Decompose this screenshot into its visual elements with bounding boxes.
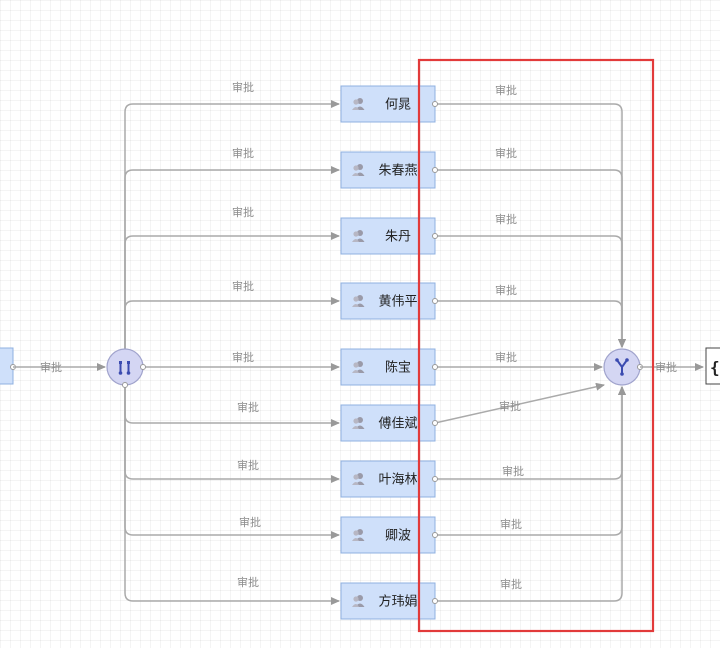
- approver-name: 方玮娟: [378, 594, 417, 610]
- approval-edge-in-label: 审批: [232, 205, 254, 219]
- end-node-text: {: [710, 358, 720, 377]
- approval-edge-in-label: 审批: [237, 458, 259, 472]
- approver-name: 朱丹: [385, 230, 411, 245]
- approval-edge-out-label: 审批: [502, 464, 524, 478]
- user-group-icon: [352, 230, 365, 242]
- user-group-icon: [352, 164, 365, 176]
- approval-edge-out-label: 审批: [499, 399, 521, 413]
- approval-edge-in-label: 审批: [232, 80, 254, 94]
- approver-out-port[interactable]: [432, 233, 438, 239]
- approver-name: 朱春燕: [378, 164, 417, 179]
- fork-out-port-bottom[interactable]: [122, 382, 128, 388]
- approver-name: 叶海林: [378, 473, 417, 488]
- user-group-icon: [352, 295, 365, 307]
- end-edge-label: 审批: [655, 360, 677, 374]
- approval-edge-out[interactable]: [434, 382, 605, 424]
- approval-edge-out[interactable]: [435, 235, 626, 348]
- approval-edge-in[interactable]: [124, 385, 340, 605]
- approval-edge-out-label: 审批: [500, 577, 522, 591]
- approval-edge-out[interactable]: [435, 386, 626, 480]
- approver-node[interactable]: 傅佳斌: [340, 404, 438, 442]
- user-group-icon: [352, 473, 365, 485]
- approver-node[interactable]: 朱丹: [340, 217, 438, 255]
- approval-edge-out-label: 审批: [495, 350, 517, 364]
- join-gateway[interactable]: [603, 348, 641, 386]
- highlight-box: [417, 58, 655, 633]
- approval-edge-out[interactable]: [435, 300, 626, 348]
- user-group-icon: [352, 98, 365, 110]
- approver-node[interactable]: 何晁: [340, 85, 438, 123]
- user-group-icon: [352, 595, 365, 607]
- approver-name: 何晁: [385, 97, 411, 113]
- approver-out-port[interactable]: [432, 420, 438, 426]
- approver-name: 傅佳斌: [378, 417, 417, 432]
- approval-edge-in[interactable]: [124, 166, 340, 349]
- parallel-fork-icon: [118, 361, 131, 375]
- approver-out-port[interactable]: [432, 532, 438, 538]
- approval-edge-out[interactable]: [435, 386, 626, 536]
- fork-gateway[interactable]: [106, 348, 144, 386]
- approval-edge-in[interactable]: [124, 385, 340, 483]
- approval-edge-in[interactable]: [124, 100, 340, 349]
- user-group-icon: [352, 417, 365, 429]
- approval-edge-in[interactable]: [124, 385, 340, 427]
- approver-out-port[interactable]: [432, 101, 438, 107]
- approver-name: 黄伟平: [378, 295, 417, 310]
- approval-edge-in-label: 审批: [239, 515, 261, 529]
- approver-node[interactable]: 朱春燕: [340, 151, 438, 189]
- approval-edge-in-label: 审批: [232, 279, 254, 293]
- approver-node[interactable]: 陈宝: [340, 348, 438, 386]
- fork-out-port[interactable]: [140, 364, 146, 370]
- approval-edge-out-label: 审批: [495, 83, 517, 97]
- user-group-icon: [352, 361, 365, 373]
- approval-edge-out-label: 审批: [495, 212, 517, 226]
- approver-node[interactable]: 卿波: [340, 516, 438, 554]
- approval-edge-in[interactable]: [124, 385, 340, 539]
- merge-icon: [615, 358, 629, 376]
- approver-node[interactable]: 黄伟平: [340, 282, 438, 320]
- approval-edge-out[interactable]: [435, 103, 626, 348]
- start-edge-label: 审批: [40, 360, 62, 374]
- approval-edge-in[interactable]: [124, 297, 340, 349]
- approval-edge-out-label: 审批: [495, 146, 517, 160]
- edges-layer: 审批审批审批审批审批审批审批审批审批审批审批审批审批审批审批审批审批审批: [124, 80, 626, 605]
- approver-name: 卿波: [385, 529, 411, 544]
- user-group-icon: [352, 529, 365, 541]
- approval-edge-out[interactable]: [435, 169, 626, 348]
- approver-out-port[interactable]: [432, 167, 438, 173]
- approval-edge-in-label: 审批: [232, 350, 254, 364]
- approver-node[interactable]: 叶海林: [340, 460, 438, 498]
- approval-edge-out-label: 审批: [500, 517, 522, 531]
- approval-edge-in-label: 审批: [237, 400, 259, 414]
- approval-edge-out[interactable]: [435, 386, 626, 602]
- approval-edge-in-label: 审批: [232, 146, 254, 160]
- approver-out-port[interactable]: [432, 476, 438, 482]
- approver-name: 陈宝: [385, 360, 411, 376]
- end-node[interactable]: [705, 347, 720, 385]
- approver-out-port[interactable]: [432, 364, 438, 370]
- approval-edge-in[interactable]: [124, 232, 340, 349]
- approval-edge-out-label: 审批: [495, 283, 517, 297]
- approval-edge-in-label: 审批: [237, 575, 259, 589]
- approver-node[interactable]: 方玮娟: [340, 582, 438, 620]
- approver-out-port[interactable]: [432, 598, 438, 604]
- approver-out-port[interactable]: [432, 298, 438, 304]
